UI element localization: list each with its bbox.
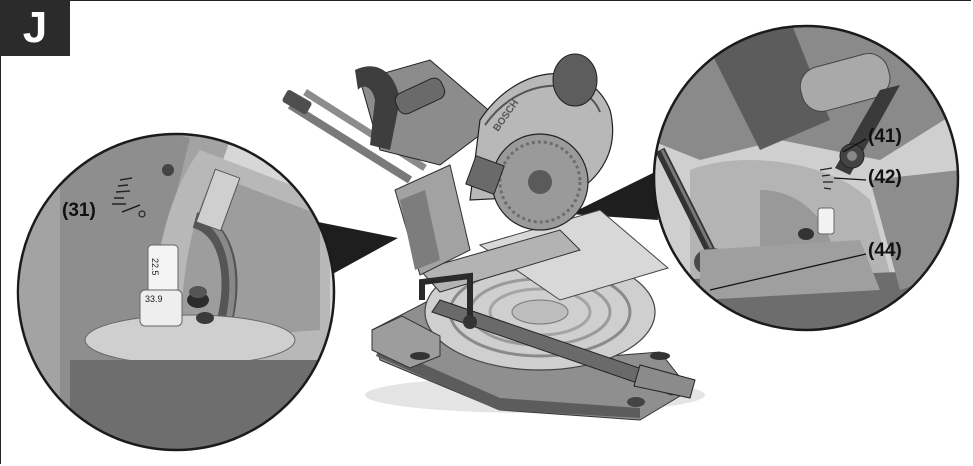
figure-label-badge: J xyxy=(0,0,70,56)
callout-41: (41) xyxy=(868,126,902,147)
scale-label-upper: 22.5 xyxy=(150,258,160,276)
callout-44: (44) xyxy=(868,240,902,261)
callout-42: (42) xyxy=(868,167,902,188)
callout-31: (31) xyxy=(62,200,96,221)
miter-saw: BOSCH xyxy=(282,53,705,421)
leader-42 xyxy=(833,177,867,181)
left-detail-circle: 22.5 33.9 xyxy=(16,132,336,452)
scale-label-lower: 33.9 xyxy=(145,294,163,304)
leader-41 xyxy=(842,138,867,153)
right-detail-circle xyxy=(652,24,960,332)
leader-31 xyxy=(121,204,141,213)
left-zoom-connector xyxy=(318,222,398,282)
right-zoom-connector xyxy=(570,172,658,220)
leader-44 xyxy=(709,253,867,291)
